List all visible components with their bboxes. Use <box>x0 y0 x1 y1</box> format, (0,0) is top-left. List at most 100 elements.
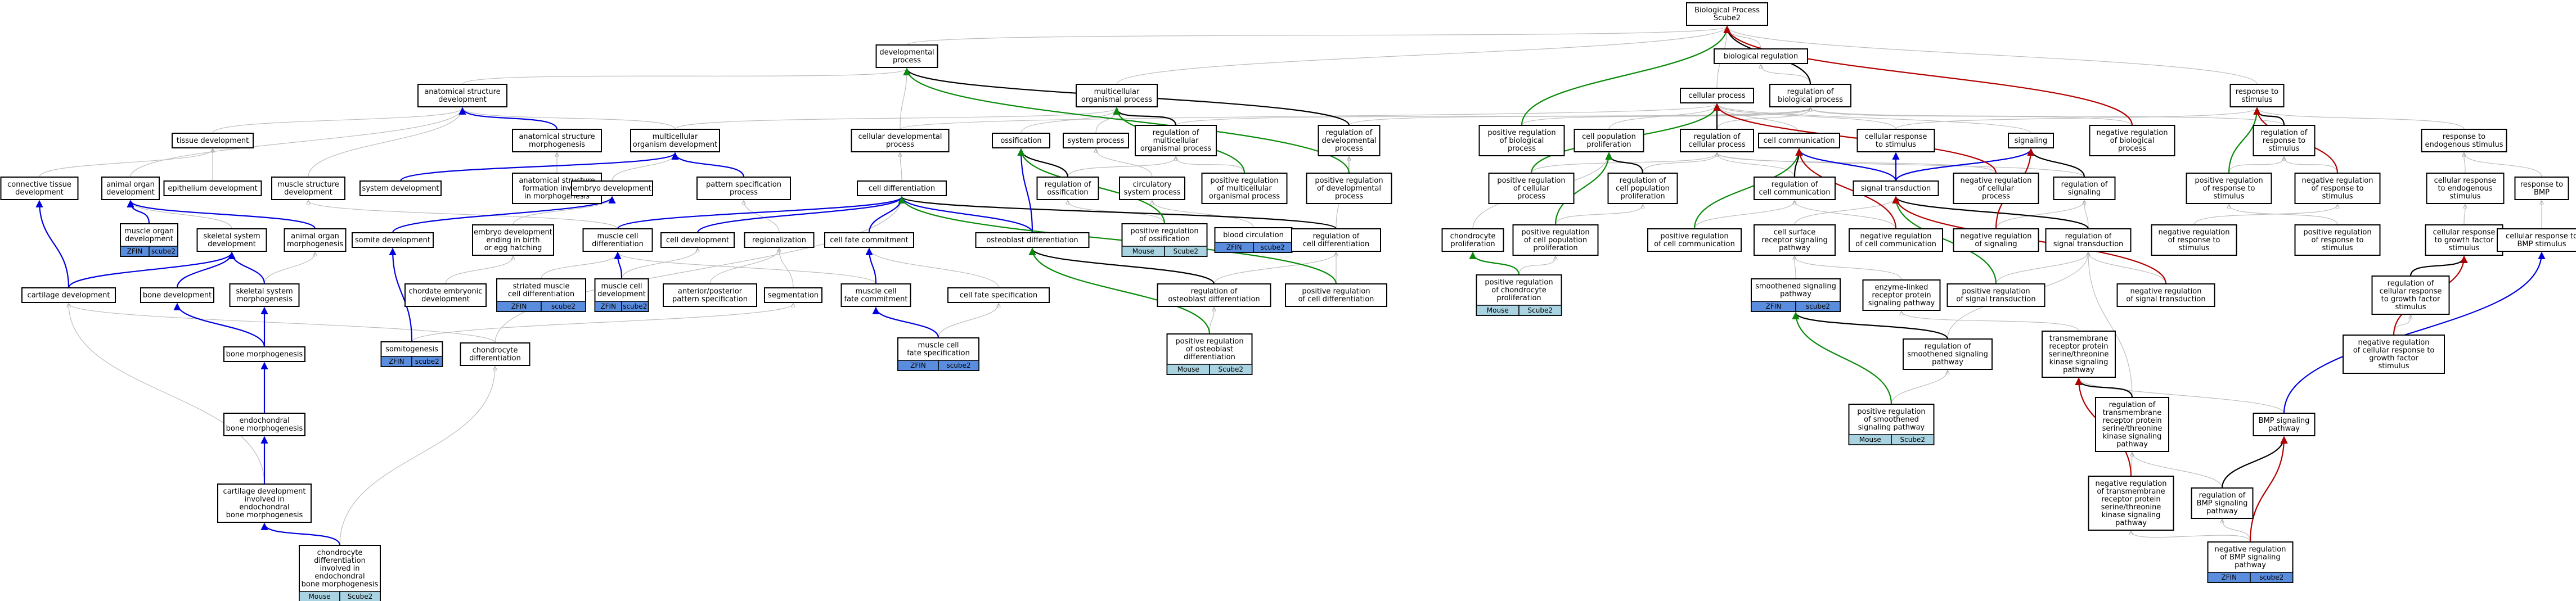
gene-tag[interactable]: scube2 <box>151 247 176 255</box>
gene-tag[interactable]: Scube2 <box>1900 436 1925 444</box>
term-node-cell-fate-specification[interactable]: cell fate specification <box>947 287 1050 303</box>
gene-tag[interactable]: Scube2 <box>1528 306 1553 314</box>
gene-tag[interactable]: scube2 <box>1261 243 1285 251</box>
term-node-ossification[interactable]: ossification <box>992 133 1050 148</box>
term-node-signal-transduction[interactable]: signal transduction <box>1853 180 1939 196</box>
source-tag[interactable]: Mouse <box>309 593 331 600</box>
term-node-embryo-development[interactable]: embryo development <box>571 180 653 196</box>
source-tag[interactable]: Mouse <box>1132 247 1154 255</box>
term-node-tissue-development[interactable]: tissue development <box>172 133 254 148</box>
term-node-cellular-process[interactable]: cellular process <box>1680 88 1754 103</box>
source-tag[interactable]: ZFIN <box>127 247 143 255</box>
term-node-cell-development[interactable]: cell development <box>660 232 735 248</box>
term-node-segmentation[interactable]: segmentation <box>764 287 822 303</box>
source-tag[interactable]: ZFIN <box>600 302 616 310</box>
source-tag[interactable]: Mouse <box>1177 365 1199 373</box>
source-tag[interactable]: ZFIN <box>1766 302 1782 310</box>
term-node-signaling[interactable]: signaling <box>2008 133 2054 148</box>
gene-tag[interactable]: scube2 <box>415 358 439 365</box>
term-node-epithelium-development[interactable]: epithelium development <box>163 180 262 196</box>
gene-tag[interactable]: scube2 <box>1806 302 1830 310</box>
term-node-somite-development[interactable]: somite development <box>352 232 434 248</box>
source-tag[interactable]: ZFIN <box>2221 573 2237 581</box>
term-node-biological-regulation[interactable]: biological regulation <box>1714 48 1808 64</box>
term-node-bone-development[interactable]: bone development <box>140 287 214 303</box>
term-node-cartilage-development[interactable]: cartilage development <box>21 287 116 303</box>
term-node-system-process[interactable]: system process <box>1063 133 1129 148</box>
term-node-cell-differentiation[interactable]: cell differentiation <box>857 180 947 196</box>
source-tag[interactable]: ZFIN <box>389 358 404 365</box>
term-node-cell-communication[interactable]: cell communication <box>1758 133 1840 148</box>
gene-tag[interactable]: Scube2 <box>1174 247 1198 255</box>
term-node-osteoblast-differentiation[interactable]: osteoblast differentiation <box>975 232 1090 248</box>
term-node-cell-fate-commitment[interactable]: cell fate commitment <box>824 232 914 248</box>
term-node-regionalization[interactable]: regionalization <box>744 232 815 248</box>
